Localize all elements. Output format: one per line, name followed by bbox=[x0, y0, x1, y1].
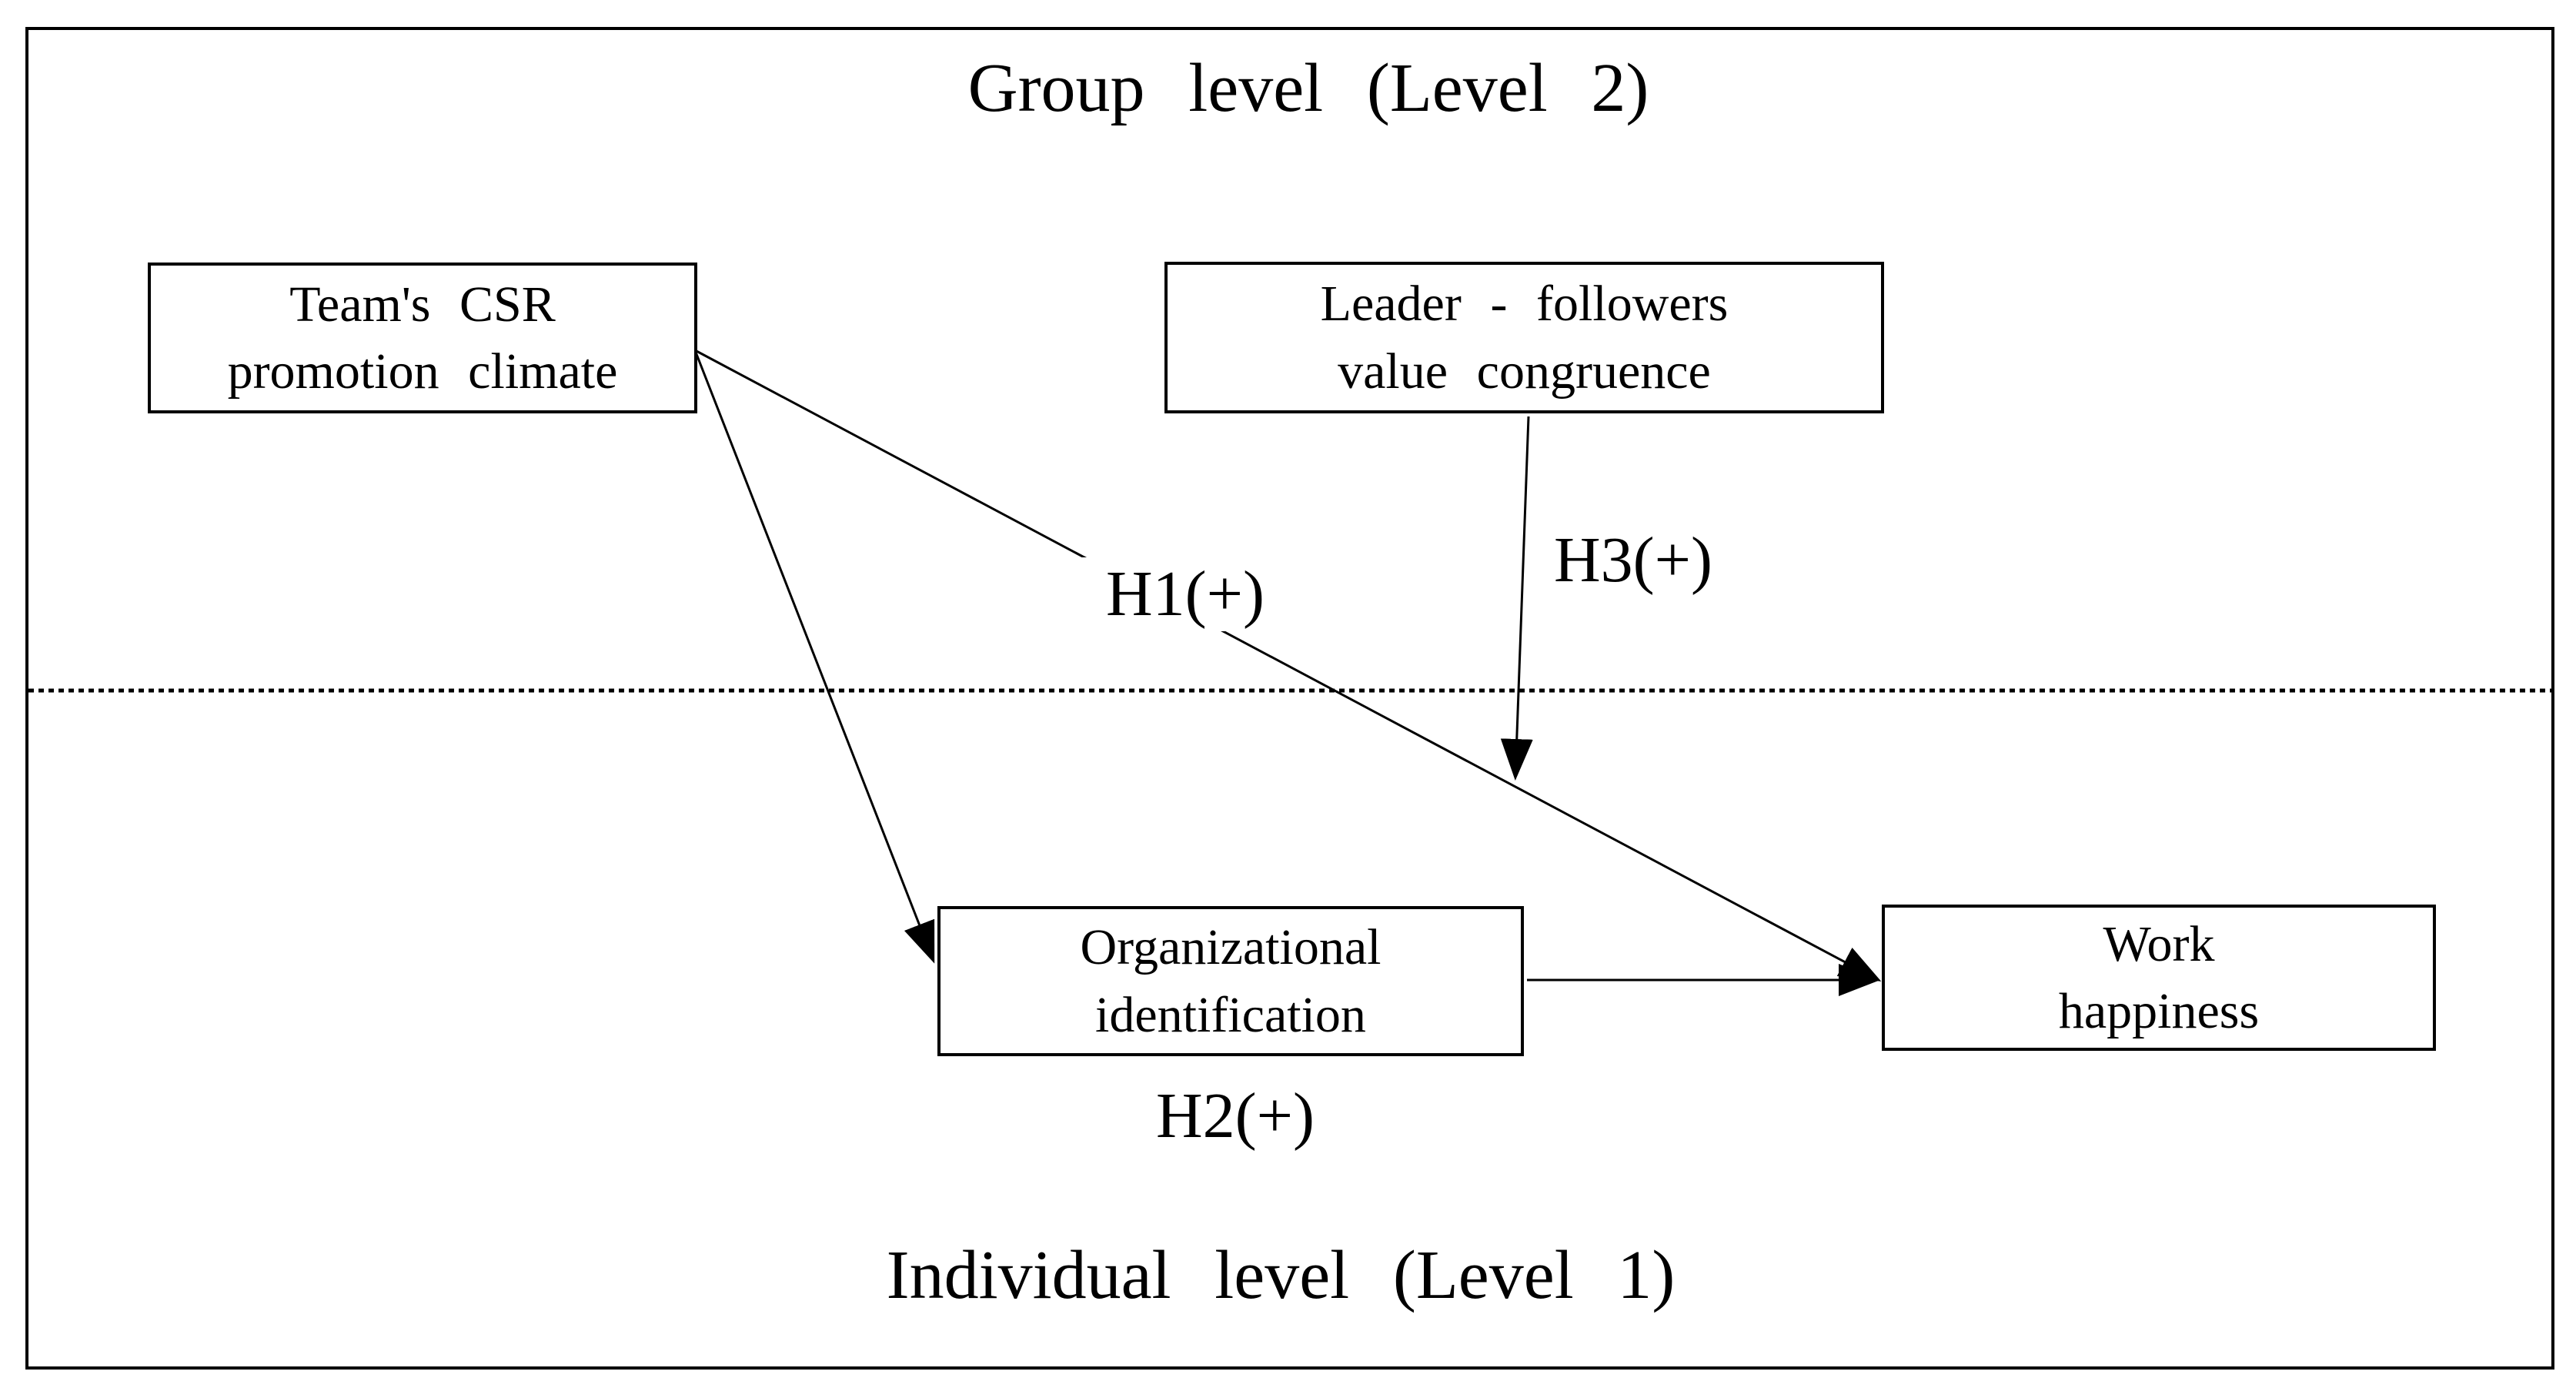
box-team-csr-line1: Team's CSR bbox=[289, 276, 556, 333]
label-h2: H2(+) bbox=[1156, 1080, 1315, 1152]
box-organizational-identification: Organizational identification bbox=[937, 906, 1524, 1056]
box-leader-followers-value-congruence: Leader - followers value congruence bbox=[1164, 262, 1884, 413]
label-h1: H1(+) bbox=[1066, 557, 1305, 631]
individual-level-title: Individual level (Level 1) bbox=[886, 1237, 1676, 1313]
group-level-title: Group level (Level 2) bbox=[967, 50, 1649, 126]
arrow-h1-csr-to-work-happiness bbox=[694, 349, 1882, 982]
box-leader-followers-line2: value congruence bbox=[1338, 343, 1711, 400]
box-work-happiness-line2: happiness bbox=[2058, 983, 2260, 1039]
box-team-csr-line2: promotion climate bbox=[227, 343, 618, 400]
arrow-csr-to-identification bbox=[693, 350, 935, 964]
box-work-happiness-line1: Work bbox=[2103, 915, 2215, 972]
box-work-happiness: Work happiness bbox=[1882, 905, 2436, 1051]
diagram-frame bbox=[25, 27, 2554, 1370]
box-team-csr-promotion-climate: Team's CSR promotion climate bbox=[148, 263, 697, 413]
box-organizational-identification-line1: Organizational bbox=[1080, 919, 1382, 976]
box-leader-followers-line1: Leader - followers bbox=[1320, 276, 1729, 333]
box-organizational-identification-line2: identification bbox=[1095, 986, 1366, 1043]
arrow-h3-moderation bbox=[1500, 416, 1533, 781]
label-h3: H3(+) bbox=[1554, 524, 1712, 596]
